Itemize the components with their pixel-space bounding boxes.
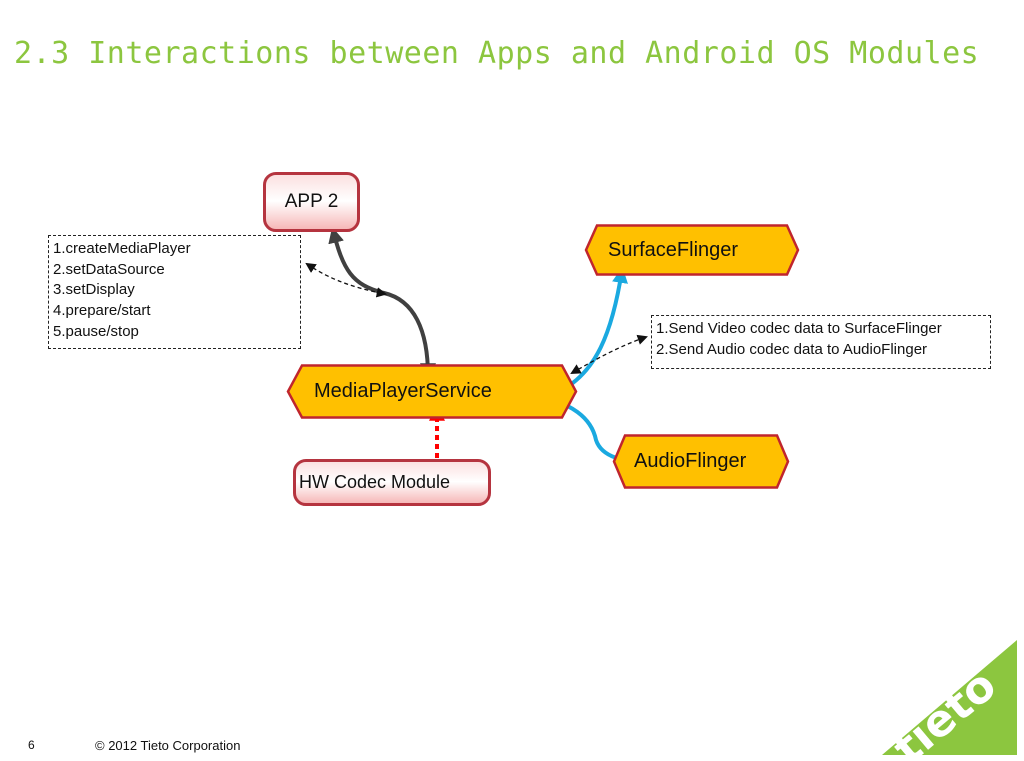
app-call-item: 5.pause/stop: [53, 322, 139, 340]
surface-flinger-shape: [584, 224, 800, 276]
codec-flow-item: 1.Send Video codec data to SurfaceFlinge…: [656, 320, 942, 337]
audio-flinger-label: AudioFlinger: [634, 450, 747, 472]
media-player-service-label: MediaPlayerService: [314, 380, 492, 402]
tieto-logo: tieto: [882, 640, 1017, 755]
audio-flinger-shape: [612, 434, 790, 489]
hw-codec-node-label: HW Codec Module: [299, 472, 451, 492]
app-calls-note: 1.createMediaPlayer 2.setDataSource 3.se…: [48, 235, 301, 349]
surface-flinger-node: SurfaceFlinger: [584, 224, 800, 276]
copyright-text: © 2012 Tieto Corporation: [95, 738, 241, 753]
codec-flow-pointer-arrow: [570, 334, 648, 375]
app-node-label: APP 2: [284, 191, 339, 212]
audio-flinger-node: AudioFlinger: [612, 434, 790, 489]
media-player-service-shape: [286, 364, 578, 419]
page-number: 6: [28, 738, 35, 752]
slide-title: 2.3 Interactions between Apps and Androi…: [14, 36, 980, 71]
hw-codec-node: HW Codec Module: [293, 459, 491, 506]
app-call-item: 1.createMediaPlayer: [53, 240, 191, 257]
app-to-service-arrow: [328, 226, 436, 380]
app-call-item: 2.setDataSource: [53, 260, 165, 278]
app-node: APP 2: [263, 172, 360, 232]
codec-flow-note: 1.Send Video codec data to SurfaceFlinge…: [651, 315, 991, 369]
codec-flow-item: 2.Send Audio codec data to AudioFlinger: [656, 340, 928, 358]
app-call-item: 4.prepare/start: [53, 302, 151, 320]
app-call-item: 3.setDisplay: [53, 281, 135, 299]
media-player-service-node: MediaPlayerService: [286, 364, 578, 419]
surface-flinger-label: SurfaceFlinger: [608, 238, 739, 261]
app-calls-pointer-arrow: [305, 262, 388, 298]
